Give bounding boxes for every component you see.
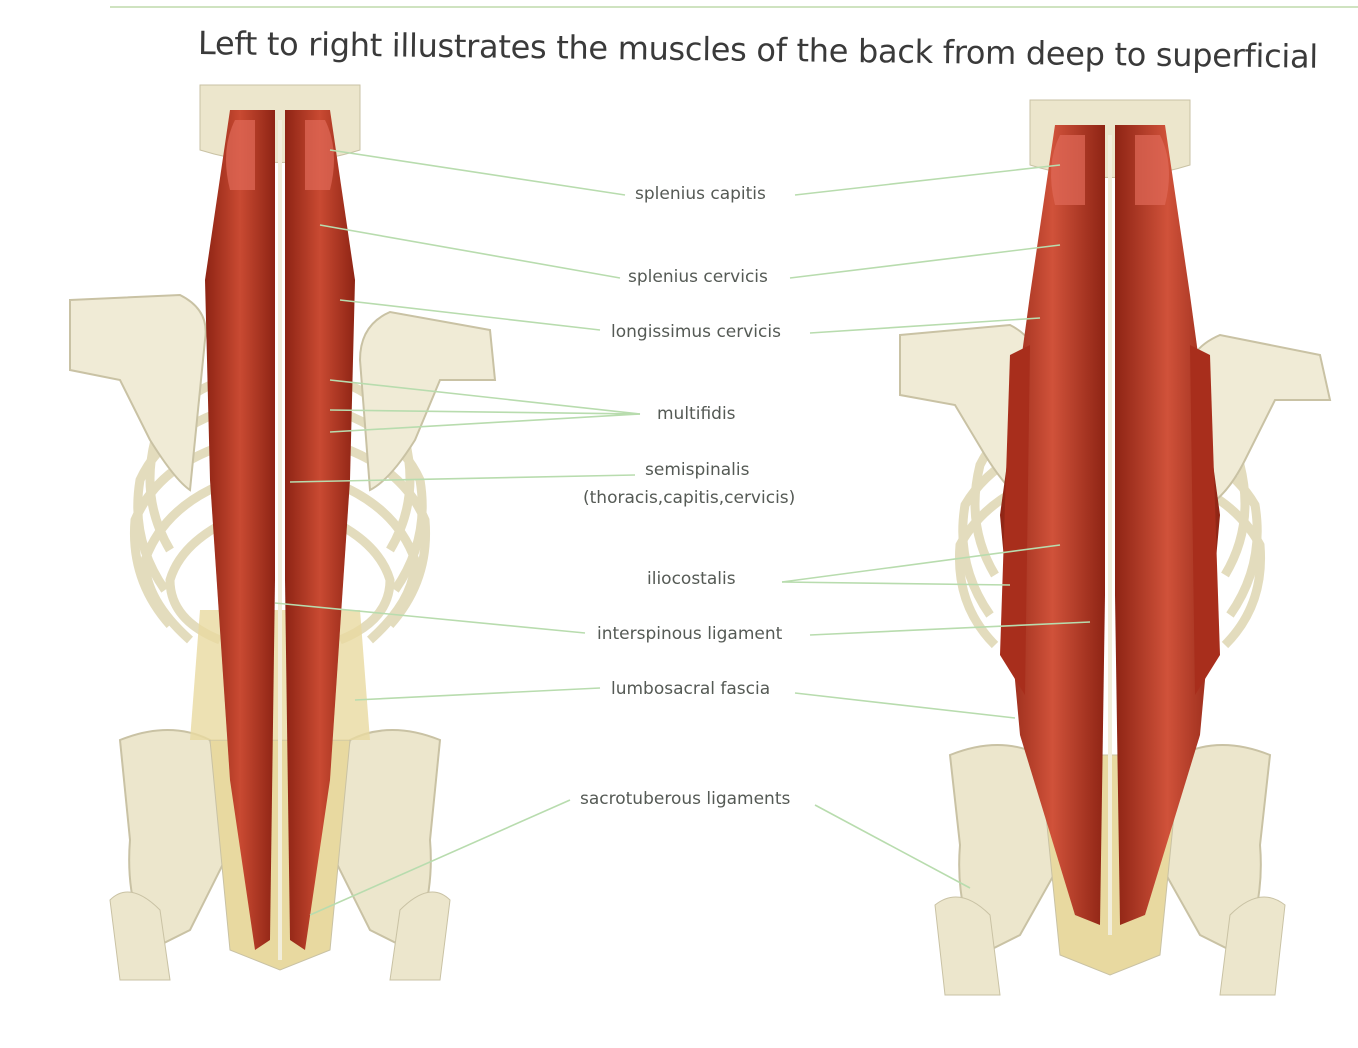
- leader-sacrotuberous-left: [309, 799, 571, 916]
- leader-splenius-cervicis-right: [789, 244, 1061, 279]
- leader-lumbosacral-right: [794, 692, 1016, 719]
- deep-back-muscles-illustration: [69, 84, 497, 981]
- leader-longissimus-cervicis-right: [809, 317, 1041, 334]
- label-multifidis: multifidis: [657, 404, 736, 424]
- right-scapula: [358, 310, 497, 492]
- leader-splenius-cervicis-left: [319, 224, 621, 279]
- leader-interspinous-left: [274, 602, 586, 634]
- erector-spinae-mass: [1000, 125, 1220, 925]
- label-splenius-cervicis: splenius cervicis: [628, 267, 768, 287]
- leader-semispinalis: [289, 474, 636, 483]
- leader-sacrotuberous-right: [814, 804, 971, 889]
- superficial-back-muscles-illustration: [899, 99, 1332, 996]
- top-rule: [110, 6, 1358, 8]
- label-longissimus-cervicis: longissimus cervicis: [611, 322, 781, 342]
- leader-iliocostalis-2: [781, 581, 1011, 586]
- label-lumbosacral-fascia: lumbosacral fascia: [611, 679, 771, 699]
- deep-muscle-mass: [205, 110, 355, 950]
- leader-interspinous-right: [809, 621, 1091, 636]
- label-splenius-capitis: splenius capitis: [635, 184, 766, 204]
- label-semispinalis: semispinalis: [645, 460, 750, 480]
- label-interspinous-ligament: interspinous ligament: [597, 624, 783, 644]
- leader-splenius-capitis-right: [794, 164, 1061, 196]
- left-scapula: [69, 293, 207, 492]
- label-sacrotuberous-ligaments: sacrotuberous ligaments: [580, 789, 791, 809]
- leader-multifidis-2: [329, 409, 641, 415]
- leader-multifidis-1: [329, 379, 641, 415]
- leader-longissimus-cervicis-left: [339, 299, 601, 331]
- label-semispinalis-detail: (thoracis,capitis,cervicis): [583, 488, 796, 508]
- leader-multifidis-3: [329, 413, 641, 433]
- leader-lumbosacral-left: [354, 687, 601, 701]
- leader-iliocostalis-1: [781, 544, 1061, 583]
- label-iliocostalis: iliocostalis: [647, 569, 736, 589]
- leader-splenius-capitis-left: [329, 149, 626, 196]
